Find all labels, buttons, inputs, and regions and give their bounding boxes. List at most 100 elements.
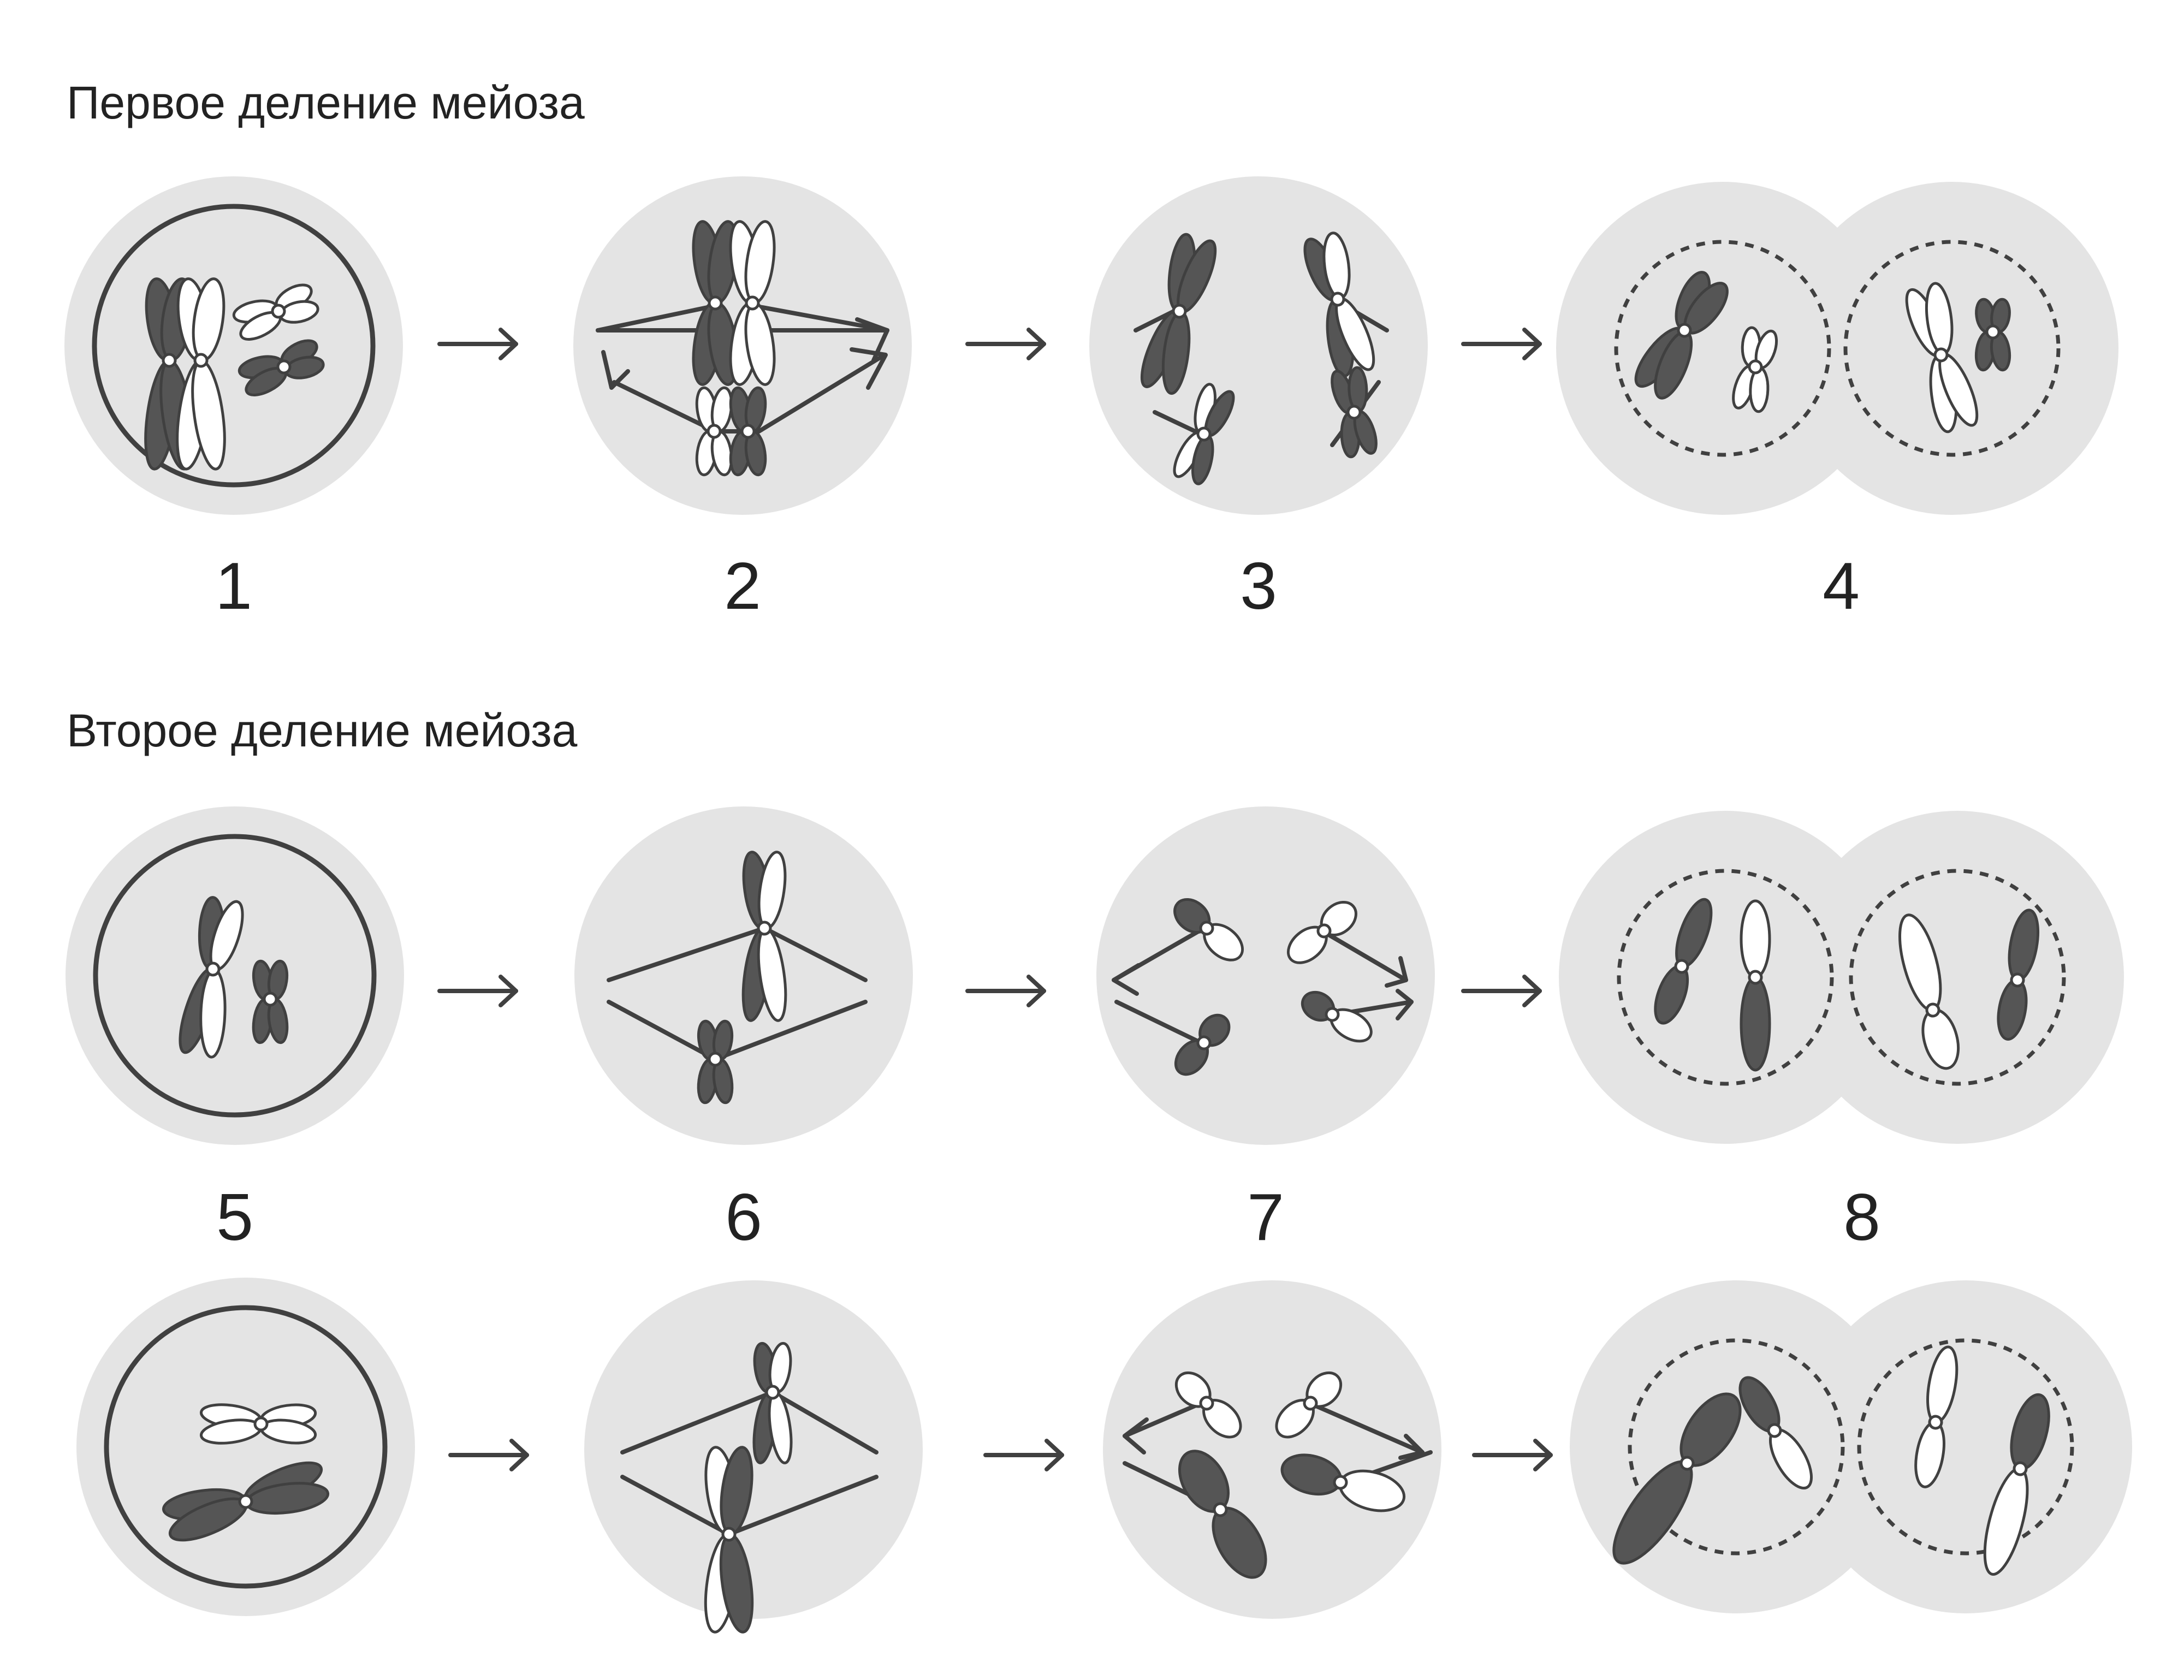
centromere bbox=[765, 1385, 780, 1400]
arrow-2-3 bbox=[965, 328, 1046, 360]
stage-number-1: 1 bbox=[215, 549, 252, 623]
spindle-pole bbox=[1112, 963, 1141, 996]
chromosome-homolog-small-dark bbox=[729, 386, 767, 477]
stage-number-4: 4 bbox=[1823, 549, 1860, 623]
chromosome-6a bbox=[741, 851, 787, 1022]
spindle-line bbox=[770, 1390, 879, 1455]
cell-11 bbox=[1103, 1280, 1441, 1619]
spindle-pole bbox=[855, 317, 889, 363]
centromere bbox=[1172, 304, 1187, 319]
spindle-pole bbox=[1396, 989, 1414, 1020]
cell-membrane-9 bbox=[104, 1305, 388, 1589]
centromere bbox=[1196, 1035, 1212, 1050]
centromere bbox=[1767, 1423, 1782, 1438]
arrow-11-12 bbox=[1472, 1439, 1553, 1471]
chromatid-7b bbox=[1286, 900, 1357, 964]
centromere bbox=[721, 1527, 737, 1542]
second-division-heading: Второе деление мейоза bbox=[67, 705, 578, 756]
centromere bbox=[162, 353, 177, 368]
nuclear-envelope-12-left bbox=[1628, 1338, 1845, 1556]
centromere bbox=[1333, 1475, 1348, 1490]
spindle-line bbox=[607, 1000, 717, 1061]
arrow-5-6 bbox=[437, 975, 518, 1007]
chromosome-10a bbox=[752, 1341, 793, 1464]
cell-12-right bbox=[1799, 1280, 2132, 1613]
centromere bbox=[1303, 1396, 1318, 1411]
cell-membrane-1 bbox=[92, 204, 376, 488]
cell-5 bbox=[66, 806, 404, 1145]
chromosome-6b bbox=[697, 1019, 734, 1105]
centromere bbox=[1928, 1415, 1943, 1430]
spindle-line bbox=[713, 1000, 868, 1061]
centromere bbox=[1985, 324, 2001, 340]
chromatid-8c bbox=[1898, 913, 1960, 1070]
chromatid-8b bbox=[1740, 899, 1771, 1072]
cell-7 bbox=[1096, 806, 1435, 1145]
chromosome-daughter-dark-2 bbox=[1974, 298, 2011, 372]
centromere bbox=[1346, 405, 1362, 420]
centromere bbox=[271, 304, 286, 319]
nuclear-envelope-right bbox=[1843, 240, 2061, 457]
chromatid-12a bbox=[1612, 1392, 1742, 1565]
chromosome-moving-dark bbox=[1140, 233, 1217, 395]
centromere bbox=[707, 424, 722, 439]
chromatid-arm bbox=[1348, 366, 1368, 413]
cell-8-right bbox=[1791, 811, 2124, 1144]
chromatid-7c bbox=[1174, 1013, 1231, 1076]
centromere bbox=[193, 353, 209, 368]
centromere bbox=[1748, 970, 1763, 985]
centromere bbox=[1196, 426, 1212, 442]
chromatid-arm bbox=[1740, 976, 1771, 1072]
spindle-line bbox=[762, 926, 868, 982]
chromatid-11a bbox=[1174, 1371, 1242, 1439]
stage-number-2: 2 bbox=[724, 549, 761, 623]
centromere bbox=[740, 424, 756, 439]
chromosome-moving-small-dark bbox=[1331, 366, 1378, 459]
nuclear-envelope-8-right bbox=[1849, 869, 2066, 1086]
spindle-line bbox=[620, 1475, 731, 1536]
arrow-9-10 bbox=[448, 1439, 529, 1471]
chromosome-daughter-light-2 bbox=[1905, 282, 1979, 434]
chromosome-homolog-small-light bbox=[695, 386, 733, 477]
spindle-line bbox=[727, 1475, 879, 1536]
centromere bbox=[1199, 921, 1214, 936]
chromosome-5b bbox=[252, 959, 289, 1044]
nuclear-envelope-8-left bbox=[1617, 869, 1834, 1086]
chromosome-moving-light bbox=[1303, 231, 1375, 378]
centromere bbox=[276, 359, 292, 375]
chromosome-bivalent-light bbox=[176, 277, 226, 471]
centromere bbox=[1674, 959, 1689, 974]
chromatid-11b bbox=[1275, 1371, 1343, 1439]
centromere bbox=[205, 961, 221, 977]
arrow-3-4 bbox=[1461, 328, 1542, 360]
cell-4-right bbox=[1785, 182, 2118, 515]
chromatid-arm bbox=[1749, 366, 1770, 413]
chromatid-12b bbox=[1738, 1376, 1813, 1490]
spindle-line bbox=[1325, 931, 1408, 982]
centromere bbox=[745, 295, 760, 311]
chromosome-9b bbox=[162, 1461, 330, 1542]
centromere bbox=[1748, 359, 1763, 375]
centromere bbox=[708, 295, 723, 311]
chromatid-11c bbox=[1178, 1450, 1267, 1579]
stage-number-8: 8 bbox=[1843, 1180, 1880, 1254]
chromosome-daughter-light bbox=[1732, 326, 1778, 413]
chromosome-homolog-light bbox=[729, 220, 776, 386]
cell-8-left bbox=[1559, 811, 1892, 1144]
spindle-pole bbox=[601, 350, 630, 390]
centromere bbox=[253, 1416, 269, 1432]
chromatid-12d bbox=[1983, 1393, 2050, 1576]
spindle-line bbox=[1314, 1404, 1425, 1455]
arrow-1-2 bbox=[437, 328, 518, 360]
chromatid-7a bbox=[1173, 898, 1244, 961]
centromere bbox=[2013, 1461, 2028, 1476]
arrow-6-7 bbox=[965, 975, 1046, 1007]
spindle-pole bbox=[1123, 1417, 1149, 1455]
chromatid-8d bbox=[1997, 909, 2039, 1041]
chromatid-12c bbox=[1914, 1345, 1959, 1488]
chromatid-arm bbox=[1740, 899, 1771, 979]
chromatid-8a bbox=[1654, 898, 1713, 1025]
centromere bbox=[1199, 1396, 1214, 1411]
spindle-line bbox=[612, 353, 887, 434]
